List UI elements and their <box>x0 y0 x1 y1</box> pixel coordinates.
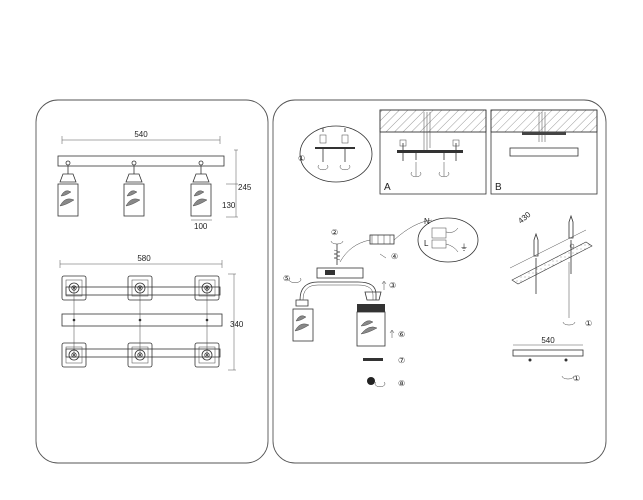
right-panel: ① A B <box>272 99 607 464</box>
height-label: 245 <box>238 183 252 192</box>
assembly-detail: ② ④ ⑤ ③ ⑥ <box>283 217 479 388</box>
center-bar <box>61 313 223 327</box>
shade-height-label: 130 <box>222 201 236 210</box>
shade <box>190 183 212 217</box>
step-4-marker: ④ <box>391 252 398 261</box>
step-3-marker: ③ <box>389 281 396 290</box>
shade <box>57 183 79 217</box>
top-view: 580 340 <box>59 254 244 371</box>
shade-width-label: 100 <box>194 222 208 231</box>
shade <box>292 308 314 342</box>
diagonal-mount: 430 ① 540 ① <box>509 210 593 383</box>
mounting-strip <box>511 241 593 285</box>
mounting-plate <box>512 349 584 357</box>
step-2-marker: ② <box>331 228 338 237</box>
ceiling-bar <box>57 155 225 167</box>
shade <box>123 183 145 217</box>
depth-label: 340 <box>230 320 244 329</box>
inset-b-label: B <box>495 182 502 193</box>
left-panel-frame <box>35 99 269 464</box>
shade-with-socket <box>356 311 386 347</box>
mount-length-label: 430 <box>516 210 532 226</box>
step-1c-marker: ① <box>573 374 580 383</box>
inset-a: A <box>379 109 487 195</box>
inset-b: B <box>490 109 598 195</box>
front-view: 540 245 130 100 <box>57 130 252 231</box>
plate-width-label: 540 <box>541 336 555 345</box>
wiring-bubble <box>417 217 479 263</box>
wire-l-label: L <box>424 239 429 248</box>
left-panel: 540 245 130 100 <box>35 99 269 464</box>
inset-a-label: A <box>384 182 391 193</box>
front-width-label: 540 <box>134 130 148 139</box>
bracket-detail: ① <box>298 125 373 183</box>
ground-symbol: ⏚ <box>460 243 468 252</box>
top-width-label: 580 <box>137 254 151 263</box>
step-1-marker: ① <box>298 154 305 163</box>
canopy-bar <box>509 147 579 157</box>
step-8-marker: ⑧ <box>398 379 405 388</box>
step-6-marker: ⑥ <box>398 330 405 339</box>
junction-box <box>316 267 364 279</box>
step-1b-marker: ① <box>585 319 592 328</box>
wire-n-label: N <box>424 217 430 226</box>
right-panel-frame <box>272 99 607 464</box>
step-7-marker: ⑦ <box>398 356 405 365</box>
step-5-marker: ⑤ <box>283 274 290 283</box>
